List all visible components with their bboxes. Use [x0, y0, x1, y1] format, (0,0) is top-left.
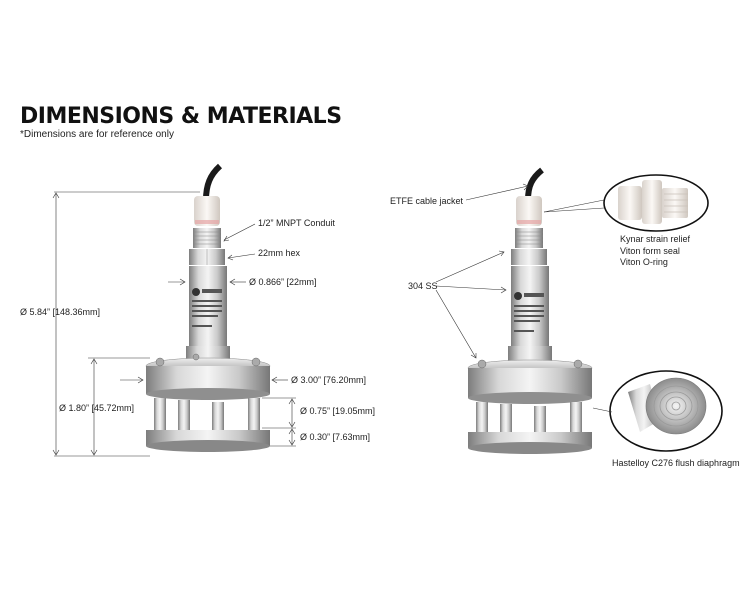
- body-diameter-label: Ø 0.866” [22mm]: [249, 277, 317, 287]
- conduit-thread: [193, 228, 221, 248]
- cable: [203, 163, 223, 201]
- overall-height-label: Ø 5.84” [148.36mm]: [20, 307, 101, 317]
- left-dimension-lines: [52, 191, 296, 457]
- flange-diameter-label: Ø 3.00” [76.20mm]: [291, 375, 367, 385]
- o-ring-item: Viton O-ring: [620, 257, 668, 267]
- standoff: [212, 402, 224, 434]
- right-leader-lines: [435, 183, 613, 413]
- body-material-label: 304 SS: [408, 281, 438, 291]
- strain-relief-materials: Kynar strain relief Viton form seal Vito…: [620, 234, 690, 269]
- hex-label: 22mm hex: [258, 248, 301, 258]
- strain-relief: [516, 196, 542, 226]
- right-sensor: [467, 167, 593, 454]
- strain-relief: [194, 196, 220, 226]
- left-sensor: [145, 163, 271, 452]
- strain-relief-callout: [603, 174, 709, 232]
- form-seal-item: Viton form seal: [620, 245, 680, 256]
- diaphragm-callout: [609, 370, 723, 452]
- standoff: [178, 400, 190, 434]
- cable-jacket-label: ETFE cable jacket: [390, 196, 464, 206]
- cable: [525, 167, 544, 201]
- page-title: DIMENSIONS & MATERIALS: [20, 104, 342, 129]
- standoff: [248, 398, 260, 432]
- plate-thickness-label: Ø 0.30” [7.63mm]: [300, 432, 371, 442]
- standoff: [154, 398, 166, 432]
- base-height-label: Ø 1.80” [45.72mm]: [59, 403, 135, 413]
- standoff-height-label: Ø 0.75” [19.05mm]: [300, 406, 376, 416]
- strain-relief-item: Kynar strain relief: [620, 234, 691, 244]
- diaphragm-label: Hastelloy C276 flush diaphragm: [612, 458, 740, 468]
- page-subtitle: *Dimensions are for reference only: [20, 129, 174, 140]
- conduit-label: 1/2” MNPT Conduit: [258, 218, 335, 228]
